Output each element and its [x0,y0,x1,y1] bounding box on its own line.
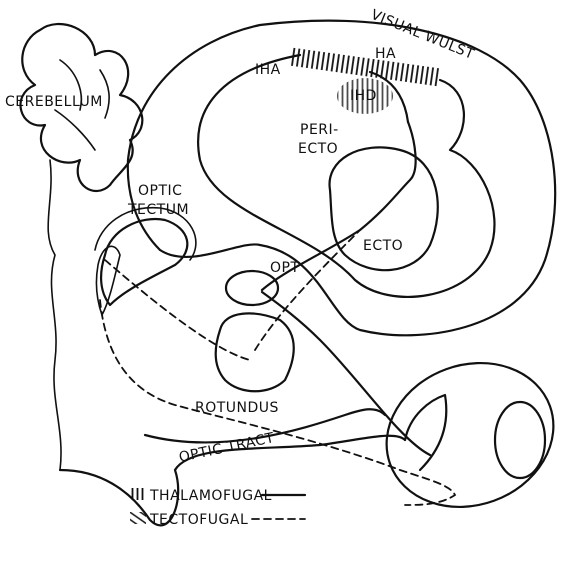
legend-thalamofugal-swatch [130,488,146,500]
label-optic-tract: OPTIC TRACT [178,430,276,466]
eye-lens [495,402,545,478]
label-opt: OPT [270,260,300,276]
legend-tectofugal-swatch [130,512,146,524]
label-optic: OPTIC [138,183,182,199]
label-ecto: ECTO [363,238,403,254]
label-ihd: IHD [350,88,377,104]
legend-tectofugal-label: TECTOFUGAL [149,512,248,528]
legend-thalamofugal-label: THALAMOFUGAL [149,488,272,504]
label-tectum: TECTUM [127,202,189,218]
label-ecto-line2: ECTO [298,141,338,157]
legend: THALAMOFUGAL TECTOFUGAL [130,488,305,528]
label-rotundus: ROTUNDUS [195,400,279,416]
label-iha: IHA [255,62,281,78]
nucleus-rotundus [216,313,294,391]
eye-globe [366,340,565,530]
brainstem-contour [48,160,61,470]
tectofugal-path-1 [105,260,250,360]
label-peri: PERI- [300,122,339,138]
label-cerebellum: CEREBELLUM [5,94,103,110]
opt-nucleus [226,271,278,305]
label-ha: HA [375,46,396,62]
eye-optic-nerve [405,395,446,470]
